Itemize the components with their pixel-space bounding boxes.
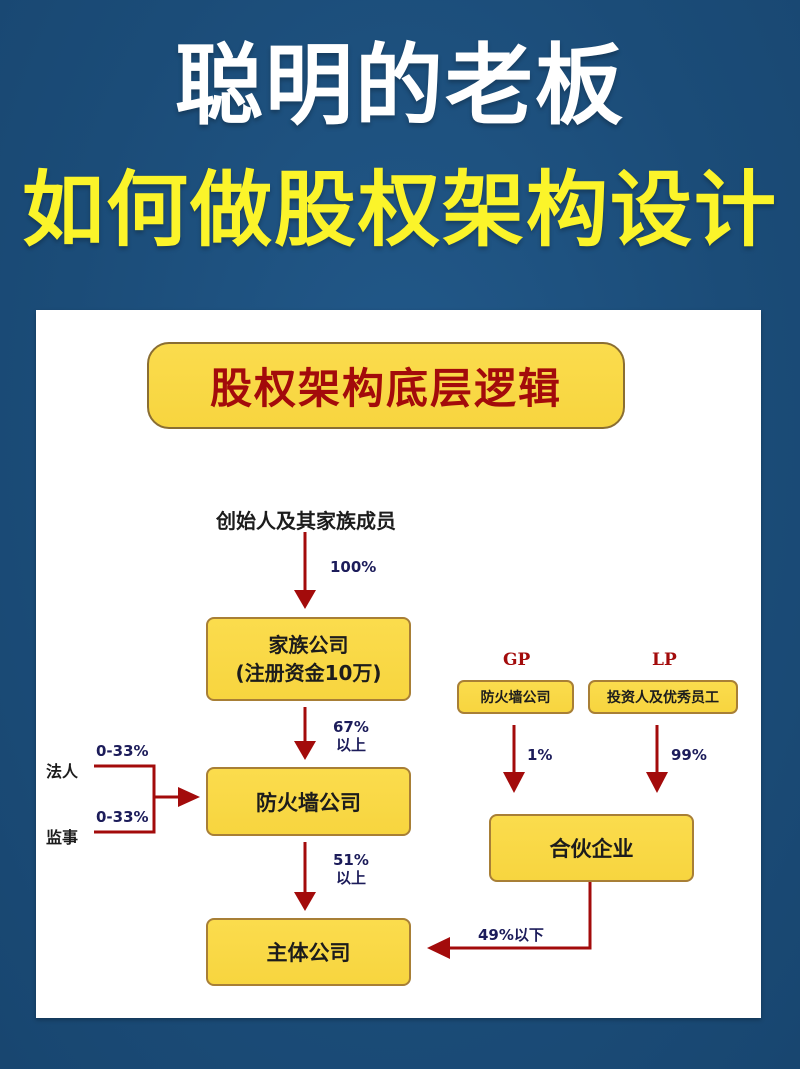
pct-qualifier: 以上 [335, 736, 366, 754]
lp-pct: 99% [671, 746, 707, 764]
firewall-to-main-pct: 51% 以上 [333, 851, 369, 887]
supervisor-pct: 0-33% [96, 808, 149, 826]
pct-value: 51% [333, 851, 369, 869]
lp-entity-node: 投资人及优秀员工 [588, 680, 738, 714]
founder-label: 创始人及其家族成员 [216, 509, 396, 533]
firewall-company-node: 防火墙公司 [206, 767, 411, 836]
pct-qualifier: 以上 [335, 869, 366, 887]
founder-to-family-pct: 100% [330, 558, 377, 576]
legal-person-pct: 0-33% [96, 742, 149, 760]
main-company-name: 主体公司 [266, 941, 351, 965]
firewall-company-name: 防火墙公司 [256, 790, 361, 815]
main-title: 聪明的老板 [174, 34, 625, 137]
partnership-name: 合伙企业 [549, 837, 634, 861]
family-to-firewall-pct: 67% 以上 [333, 718, 369, 754]
subtitle: 如何做股权架构设计 [21, 163, 778, 258]
diagram-header: 股权架构底层逻辑 [147, 342, 625, 429]
gp-entity-node: 防火墙公司 [457, 680, 574, 714]
lp-entity-name: 投资人及优秀员工 [607, 690, 719, 706]
family-company-capital: (注册资金10万) [235, 661, 382, 685]
family-company-node: 家族公司 (注册资金10万) [206, 617, 411, 701]
pct-value: 67% [333, 718, 369, 736]
gp-pct: 1% [527, 746, 553, 764]
diagram-header-text: 股权架构底层逻辑 [209, 364, 562, 413]
partnership-node: 合伙企业 [489, 814, 694, 882]
legal-person-label: 法人 [46, 762, 79, 781]
lp-role-label: LP [652, 650, 677, 670]
supervisor-label: 监事 [46, 828, 79, 847]
gp-entity-name: 防火墙公司 [480, 690, 551, 706]
gp-role-label: GP [503, 650, 531, 670]
main-company-node: 主体公司 [206, 918, 411, 986]
partnership-to-main-pct: 49%以下 [478, 926, 544, 944]
family-company-name: 家族公司 [268, 633, 349, 657]
